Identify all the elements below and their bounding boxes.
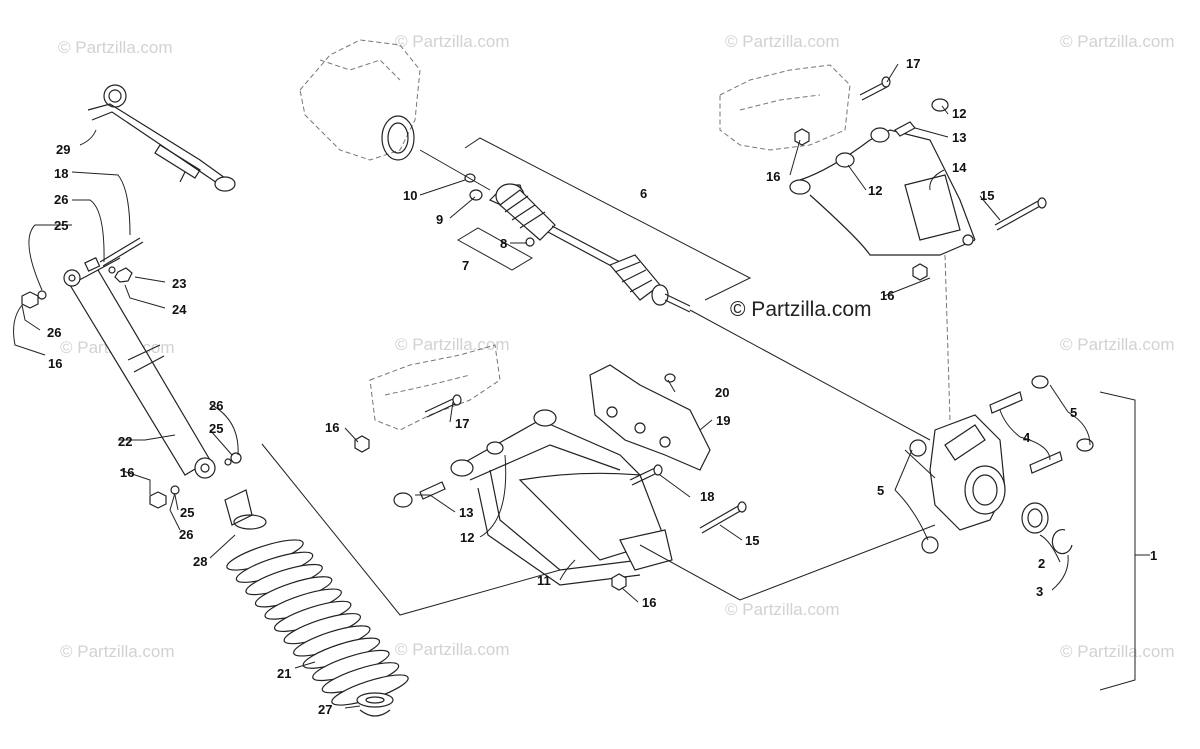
callout-17-lower: 17 (455, 416, 469, 431)
watermark: © Partzilla.com (1060, 335, 1175, 354)
bump-stop (224, 489, 267, 530)
callout-14: 14 (952, 160, 967, 175)
drive-axle (464, 173, 691, 313)
callout-6: 6 (640, 186, 647, 201)
callout-3: 3 (1036, 584, 1043, 599)
a-arm-guard (589, 364, 711, 471)
callout-25-top: 25 (54, 218, 68, 233)
coil-spring (226, 539, 409, 706)
callout-10: 10 (403, 188, 417, 203)
callout-15-top: 15 (980, 188, 994, 203)
frame-middle (369, 344, 501, 431)
watermark: © Partzilla.com (395, 32, 510, 51)
callout-12-top: 12 (952, 106, 966, 121)
steering-knuckle (909, 375, 1094, 555)
watermark: © Partzilla.com (58, 38, 173, 57)
callout-17-top: 17 (906, 56, 920, 71)
frame-top-left (299, 39, 421, 161)
callout-25-mid: 25 (209, 421, 223, 436)
callout-16-lower-arm: 16 (642, 595, 656, 610)
callout-5-top: 5 (1070, 405, 1077, 420)
callout-16-upper-arm: 16 (766, 169, 780, 184)
callout-22: 22 (118, 434, 132, 449)
callout-24: 24 (172, 302, 187, 317)
callout-16-lower-frame: 16 (325, 420, 339, 435)
callout-13-top: 13 (952, 130, 966, 145)
callout-1: 1 (1150, 548, 1157, 563)
watermark: © Partzilla.com (725, 600, 840, 619)
upper-a-arm (789, 98, 976, 281)
callout-8: 8 (500, 236, 507, 251)
shock-bottom-hardware (149, 452, 242, 509)
callout-21: 21 (277, 666, 291, 681)
assembly-lines (261, 137, 1136, 691)
watermark: © Partzilla.com (395, 640, 510, 659)
lower-a-arm (354, 409, 673, 591)
callout-16-upper-arm-nut: 16 (880, 288, 894, 303)
center-watermark: © Partzilla.com (730, 298, 872, 321)
callout-26-left: 26 (47, 325, 61, 340)
callout-23: 23 (172, 276, 186, 291)
callout-28: 28 (193, 554, 207, 569)
lower-arm-bolts (424, 394, 747, 534)
callout-12-mid: 12 (868, 183, 882, 198)
callout-19: 19 (716, 413, 730, 428)
watermark: © Partzilla.com (1060, 32, 1175, 51)
callout-18-shock: 18 (54, 166, 68, 181)
callout-27: 27 (318, 702, 332, 717)
watermark: © Partzilla.com (1060, 642, 1175, 661)
callout-16-shock-top: 16 (48, 356, 62, 371)
callout-5-left: 5 (877, 483, 884, 498)
callout-13-lower: 13 (459, 505, 473, 520)
air-pump (87, 84, 236, 192)
callout-26-mid: 26 (209, 398, 223, 413)
boot-kit-bracket (457, 227, 533, 271)
frame-top-right (719, 64, 851, 151)
leader-lines (13, 63, 1150, 709)
watermark: © Partzilla.com (725, 32, 840, 51)
callout-9: 9 (436, 212, 443, 227)
shock-top-hardware (21, 237, 144, 309)
callout-4: 4 (1023, 430, 1031, 445)
callout-25-bottom: 25 (180, 505, 194, 520)
callout-18-lower: 18 (700, 489, 714, 504)
shock-absorber (63, 257, 216, 479)
callout-20: 20 (715, 385, 729, 400)
callout-16-shock-bottom: 16 (120, 465, 134, 480)
watermark: © Partzilla.com (60, 642, 175, 661)
spring-seat (356, 692, 394, 717)
callout-2: 2 (1038, 556, 1045, 571)
callout-15-lower: 15 (745, 533, 759, 548)
callout-26-bottom: 26 (179, 527, 193, 542)
callout-labels: 1 2 3 4 5 5 6 7 8 9 10 11 12 12 12 13 13… (47, 56, 1157, 717)
callout-12-lower: 12 (460, 530, 474, 545)
callout-29: 29 (56, 142, 70, 157)
callout-7: 7 (462, 258, 469, 273)
callout-11: 11 (537, 573, 551, 588)
callout-26-top: 26 (54, 192, 68, 207)
